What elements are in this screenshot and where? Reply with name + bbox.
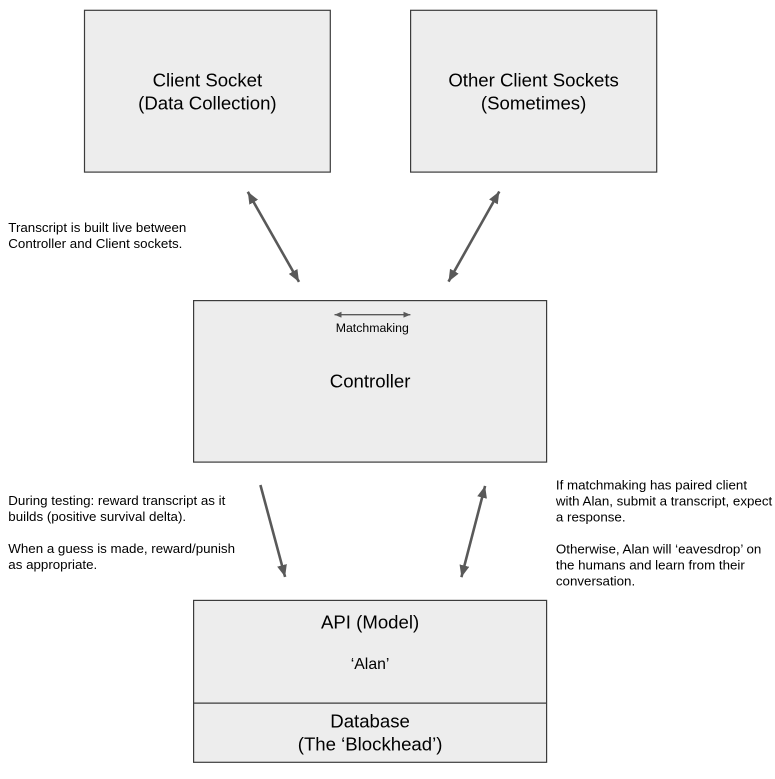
svg-text:Client Socket: Client Socket xyxy=(153,70,263,91)
svg-text:(Data Collection): (Data Collection) xyxy=(138,93,276,114)
svg-text:Matchmaking: Matchmaking xyxy=(336,321,409,335)
svg-text:‘Alan’: ‘Alan’ xyxy=(351,656,390,673)
svg-text:(Sometimes): (Sometimes) xyxy=(481,93,586,114)
svg-text:with Alan, submit a transcript: with Alan, submit a transcript, expect xyxy=(555,493,773,508)
svg-text:builds (positive survival delt: builds (positive survival delta). xyxy=(8,509,186,524)
svg-text:the humans and learn from thei: the humans and learn from their xyxy=(556,557,745,572)
svg-text:(The ‘Blockhead’): (The ‘Blockhead’) xyxy=(298,734,443,755)
svg-text:conversation.: conversation. xyxy=(556,573,635,588)
svg-text:Controller: Controller xyxy=(330,371,411,392)
svg-text:During testing: reward transcr: During testing: reward transcript as it xyxy=(8,493,225,508)
svg-text:Database: Database xyxy=(330,711,410,732)
svg-text:Transcript is built live betwe: Transcript is built live between xyxy=(8,220,186,235)
svg-text:Otherwise, Alan will ‘eavesdro: Otherwise, Alan will ‘eavesdrop’ on xyxy=(556,541,761,556)
svg-text:Other Client Sockets: Other Client Sockets xyxy=(448,70,619,91)
svg-text:as appropriate.: as appropriate. xyxy=(8,557,97,572)
svg-text:API (Model): API (Model) xyxy=(321,611,419,632)
svg-text:Controller and Client sockets.: Controller and Client sockets. xyxy=(8,236,182,251)
svg-text:a response.: a response. xyxy=(556,509,626,524)
svg-text:When a guess is made, reward/p: When a guess is made, reward/punish xyxy=(8,541,235,556)
svg-text:If matchmaking has paired clie: If matchmaking has paired client xyxy=(556,477,747,492)
